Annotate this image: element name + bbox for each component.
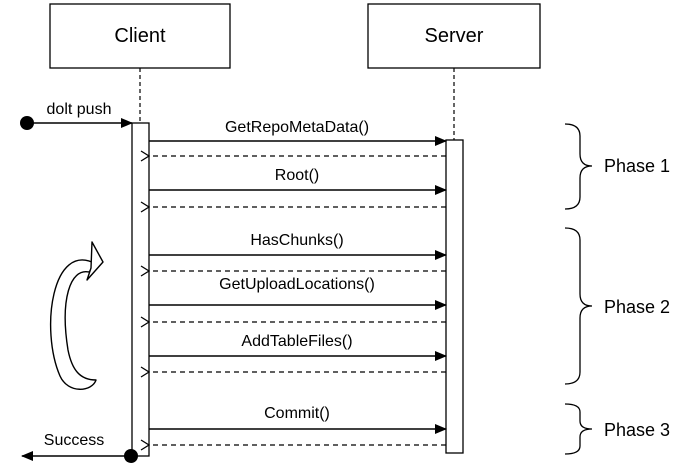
phase-1-label: Phase 1 [604,156,670,176]
trigger-label: dolt push [47,101,112,118]
message-label: HasChunks() [250,232,343,249]
phase-2-label: Phase 2 [604,297,670,317]
phase-2-brace [564,227,593,385]
message-4: GetUploadLocations() [149,276,447,322]
phase-3-group: Phase 3 [564,403,670,455]
client-participant: Client [49,3,231,69]
result-message: Success [21,432,138,463]
server-participant: Server [367,3,541,69]
phase-1-group: Phase 1 [564,123,670,210]
loop-arrow-icon [49,241,104,390]
result-label: Success [44,432,104,449]
message-label: GetUploadLocations() [219,276,375,293]
message-1: GetRepoMetaData() [149,119,447,156]
message-label: Root() [275,167,319,184]
message-3: HasChunks() [149,232,447,271]
message-label: Commit() [264,405,330,422]
client-label: Client [114,25,166,47]
phase-3-label: Phase 3 [604,420,670,440]
trigger-message: dolt push [20,101,133,130]
server-activation-bar [445,139,464,454]
message-2: Root() [149,167,447,207]
client-activation-bar [131,122,150,457]
phase-2-group: Phase 2 [564,227,670,385]
phase-3-brace [564,403,593,455]
message-label: GetRepoMetaData() [225,119,369,136]
message-label: AddTableFiles() [241,333,352,350]
message-6: Commit() [149,405,447,445]
server-label: Server [425,25,484,47]
phase-1-brace [564,123,593,210]
message-5: AddTableFiles() [149,333,447,372]
